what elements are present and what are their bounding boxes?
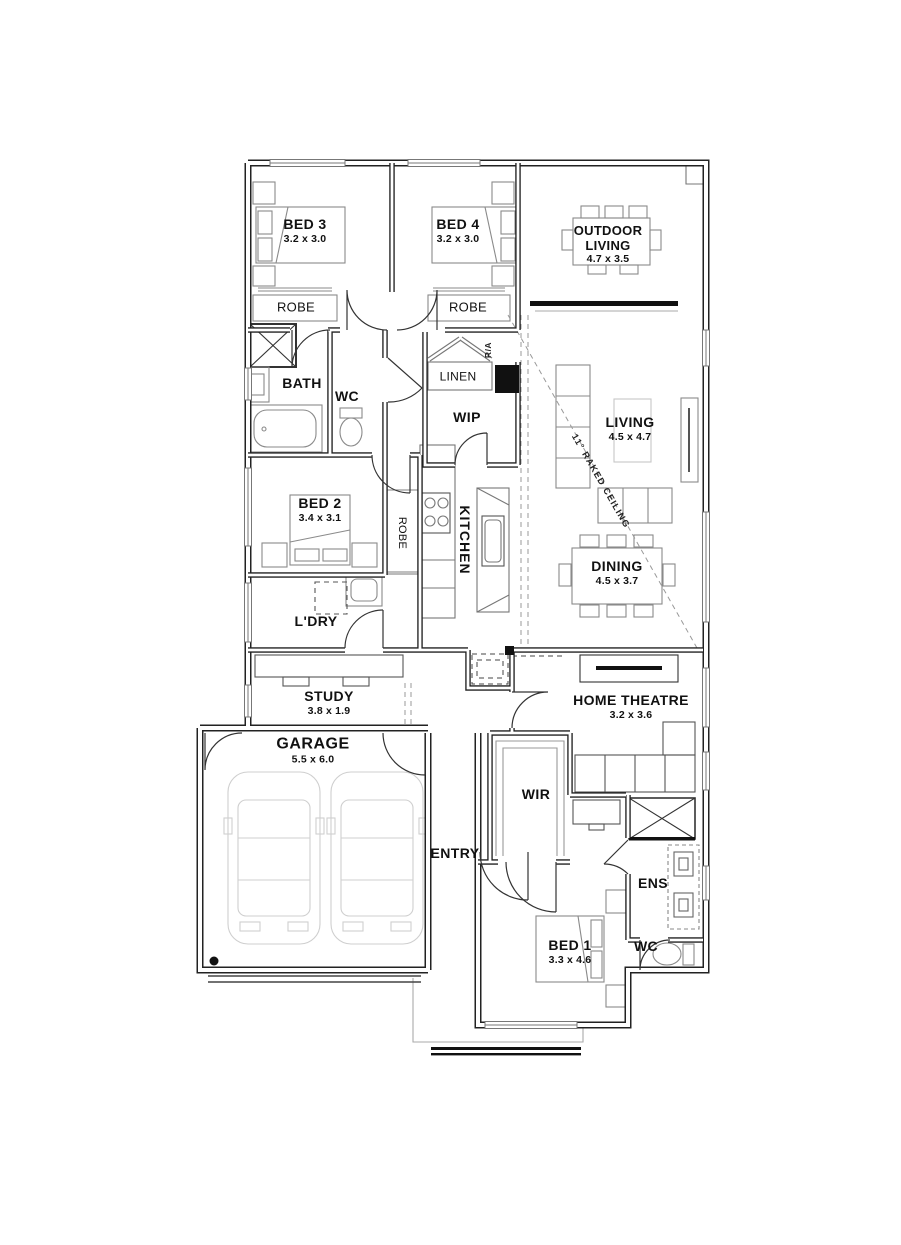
room-label-outdoor-living: OUTDOOR LIVING 4.7 x 3.5: [573, 223, 643, 266]
room-label-wip: WIP: [453, 409, 481, 426]
basin-icon: [673, 851, 694, 918]
room-label-bed4: BED 4 3.2 x 3.0: [436, 215, 480, 245]
theatre-sofa-icon: [574, 721, 696, 793]
tap-icon: [209, 956, 219, 966]
outdoor-table-icon: [561, 205, 662, 275]
kitchen-island-icon: [476, 487, 510, 613]
room-label-laundry: L'DRY: [294, 613, 338, 630]
room-label-entry: ENTRY: [430, 845, 480, 862]
garage-door-icon: [208, 975, 421, 983]
post: [505, 646, 514, 655]
room-label-study: STUDY 3.8 x 1.9: [304, 687, 354, 717]
dashed-lines: [404, 314, 698, 728]
room-label-robe-bed4: ROBE: [448, 299, 488, 315]
bed-icon: [252, 181, 346, 287]
dining-table-icon: [558, 534, 676, 618]
room-label-kitchen: KITCHEN: [456, 505, 473, 575]
raked-ceiling-line: [507, 314, 698, 649]
room-label-wc: WC: [334, 388, 360, 405]
room-label-linen: LINEN: [439, 369, 477, 384]
car-icon: [326, 771, 428, 945]
linen-doors-icon: [427, 336, 493, 391]
robe-icon: [252, 287, 511, 322]
duct-post: [495, 365, 519, 393]
room-label-wir: WIR: [521, 786, 551, 803]
windows: [244, 159, 710, 1029]
toilet-icon: [652, 942, 695, 966]
annotation-raked-ceiling: 11° RAKED CEILING: [569, 432, 633, 530]
tv-unit-icon: [680, 397, 699, 483]
desk-icon: [254, 654, 404, 687]
bed-icon: [261, 494, 378, 568]
porch-icon: [412, 163, 706, 1043]
sofa-icon: [555, 364, 673, 524]
step-icon: [431, 1053, 581, 1056]
room-label-bed1: BED 1 3.3 x 4.6: [548, 936, 592, 966]
tv-icon: [579, 654, 679, 683]
cabinet-icon: [572, 799, 621, 831]
annotation-return-air: R/A: [483, 341, 494, 359]
room-label-garage: GARAGE 5.5 x 6.0: [276, 735, 350, 766]
car-icon: [223, 771, 325, 945]
wir-shelves-icon: [495, 740, 565, 856]
room-label-living: LIVING 4.5 x 4.7: [605, 413, 655, 443]
room-label-bed2: BED 2 3.4 x 3.1: [298, 494, 342, 524]
step-icon: [431, 1047, 581, 1050]
toilet-icon: [339, 407, 363, 447]
coffee-table-icon: [613, 398, 652, 463]
room-label-home-theatre: HOME THEATRE 3.2 x 3.6: [573, 691, 689, 721]
room-label-bath: BATH: [282, 375, 322, 392]
room-label-dining: DINING 4.5 x 3.7: [591, 557, 643, 587]
walls-exterior: [196, 159, 710, 1029]
room-label-wc-ens: WC: [633, 938, 659, 955]
room-label-robe-bed3: ROBE: [276, 299, 316, 315]
sliding-door: [530, 301, 678, 306]
walls-interior: [248, 163, 703, 943]
ens-vanity-icon: [667, 844, 700, 930]
room-label-ens: ENS: [638, 875, 668, 892]
appliance-dashed-icon: [314, 581, 348, 615]
room-label-bed3: BED 3 3.2 x 3.0: [283, 215, 327, 245]
room-label-robe-bed2: ROBE: [396, 516, 409, 550]
doors: [204, 289, 671, 971]
